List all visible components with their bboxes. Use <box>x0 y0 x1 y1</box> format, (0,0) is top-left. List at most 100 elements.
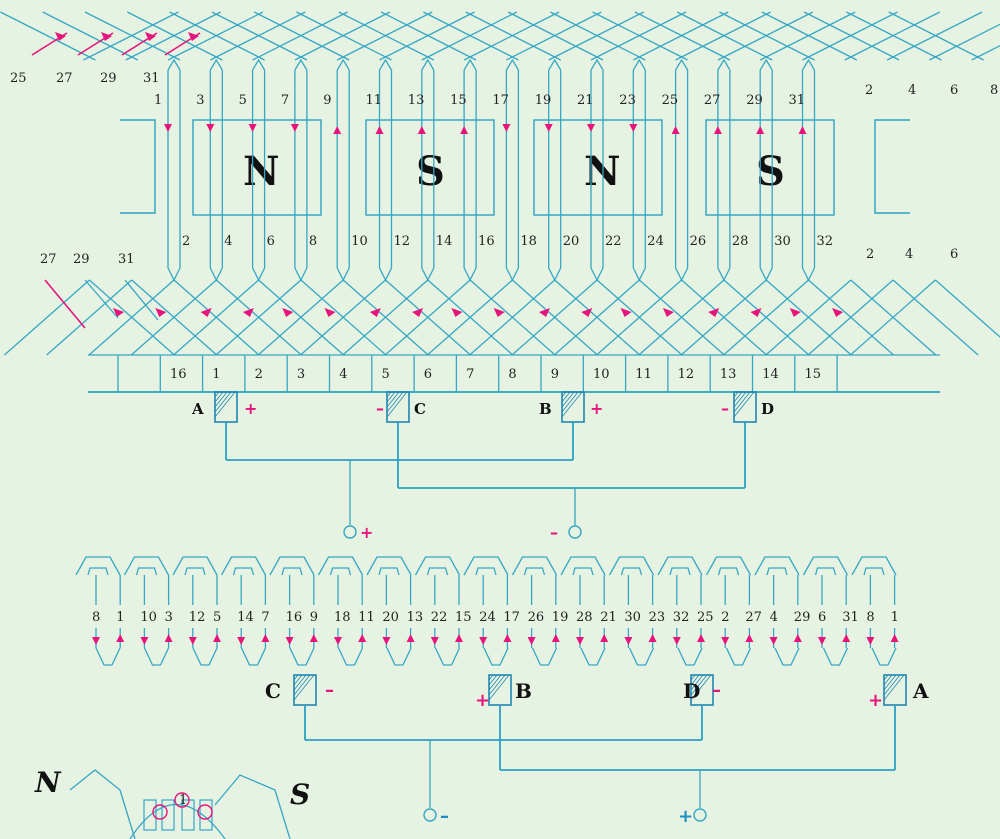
current-arrow <box>460 126 469 134</box>
brush <box>214 391 238 423</box>
overhang-line <box>807 279 894 356</box>
brush-hatch <box>293 674 303 686</box>
brush <box>386 391 410 423</box>
conductor-top-bend <box>336 58 350 71</box>
current-arrow <box>282 308 294 317</box>
commutator-segment-number: 16 <box>170 367 187 382</box>
conductor-bottom-bend <box>167 267 181 282</box>
overhang-line <box>46 279 133 356</box>
sequence-number: 31 <box>842 610 859 625</box>
overhang-line <box>84 11 181 61</box>
pole-face <box>533 119 663 216</box>
overhang-line <box>759 11 856 61</box>
sequence-number: 20 <box>382 610 399 625</box>
current-arrow <box>708 308 720 317</box>
coil-top-end <box>463 556 509 576</box>
sequence-number: 11 <box>358 610 375 625</box>
brush-hatch <box>561 391 583 418</box>
top-conductor-number: 9 <box>323 93 331 108</box>
brush-hatch <box>733 391 739 398</box>
sequence-number: 23 <box>649 610 666 625</box>
current-arrow <box>92 637 100 645</box>
sequence-number: 1 <box>891 610 899 625</box>
current-arrow <box>745 634 754 642</box>
bottom-left-label: 31 <box>118 252 135 267</box>
sequence-number: 25 <box>697 610 714 625</box>
bottom-conductor-number: 10 <box>351 234 368 249</box>
brush-hatch <box>690 674 696 681</box>
bottom-conductor-number: 12 <box>394 234 411 249</box>
lead-29 <box>84 279 119 319</box>
coil-inner <box>426 567 449 576</box>
bottom-conductor-number: 22 <box>605 234 622 249</box>
bottom-left-label: 29 <box>73 252 90 267</box>
current-arrow <box>188 637 197 645</box>
bottom-conductor-number: 2 <box>182 234 190 249</box>
conductor-top-bend <box>548 58 562 71</box>
commutator-segment-number: 6 <box>424 367 432 382</box>
conductor-top-bend <box>590 58 604 71</box>
current-arrow <box>451 308 463 317</box>
current-arrow <box>890 634 899 642</box>
coil-inner <box>572 567 594 576</box>
commutator-segment-number: 4 <box>339 367 347 382</box>
brush-hatch <box>690 674 712 701</box>
overhang-line <box>596 279 683 356</box>
conductor-bottom-bend <box>463 267 477 282</box>
current-arrow <box>672 637 681 645</box>
sequence-number: 1 <box>116 610 124 625</box>
brush <box>561 391 585 423</box>
current-arrow <box>164 634 173 642</box>
coil-bottom-end <box>337 647 364 666</box>
sequence-number: 13 <box>407 610 424 625</box>
overhang-line <box>336 11 433 61</box>
brush-hatch <box>488 674 510 701</box>
overhang-line <box>506 11 602 61</box>
negative-terminal-sign: – <box>440 806 449 827</box>
overhang-line <box>888 11 984 61</box>
brush-label: D <box>761 400 774 418</box>
top-left-label: 31 <box>143 71 160 86</box>
overhang-line <box>553 279 640 356</box>
brush <box>733 391 757 423</box>
coil-inner <box>523 567 546 576</box>
overhang-line <box>886 11 983 61</box>
brush-hatch <box>386 391 392 398</box>
coil-top-end <box>269 556 315 576</box>
bottom-conductor-number: 6 <box>267 234 275 249</box>
bottom-conductor-number: 30 <box>774 234 791 249</box>
top-conductor-number: 23 <box>619 93 636 108</box>
current-arrow <box>375 126 384 134</box>
coil-inner <box>378 567 400 576</box>
overhang-line <box>3 279 90 356</box>
brush-sign: – <box>325 680 334 701</box>
conductor-top-bend <box>463 58 477 71</box>
current-arrow <box>539 308 550 317</box>
current-arrow <box>412 308 424 317</box>
brush-connections: A+C–B+D–+– <box>191 391 774 542</box>
top-conductor-number: 19 <box>535 93 552 108</box>
top-right-label: 4 <box>908 83 916 98</box>
top-conductor-number: 31 <box>789 93 806 108</box>
current-arrow <box>662 308 674 317</box>
brush-hatch <box>883 674 893 686</box>
current-arrow <box>587 124 595 132</box>
sequence-number: 19 <box>552 610 569 625</box>
brush-hatch <box>561 391 567 398</box>
coil-inner <box>863 567 885 576</box>
sequence-number: 14 <box>237 610 254 625</box>
bottom-conductor-number: 26 <box>690 234 707 249</box>
top-conductor-number: 1 <box>154 93 162 108</box>
brush-label: A <box>191 400 204 418</box>
current-arrow <box>503 634 512 642</box>
current-arrow <box>113 308 124 317</box>
current-arrow <box>333 126 342 134</box>
coil-top-end <box>802 556 849 576</box>
overhang-line <box>590 11 687 61</box>
overhang-line <box>803 11 900 61</box>
coil-top-end <box>657 556 703 576</box>
current-arrow <box>624 637 633 645</box>
current-arrow <box>382 637 391 645</box>
coil-bottom-end <box>289 647 315 666</box>
